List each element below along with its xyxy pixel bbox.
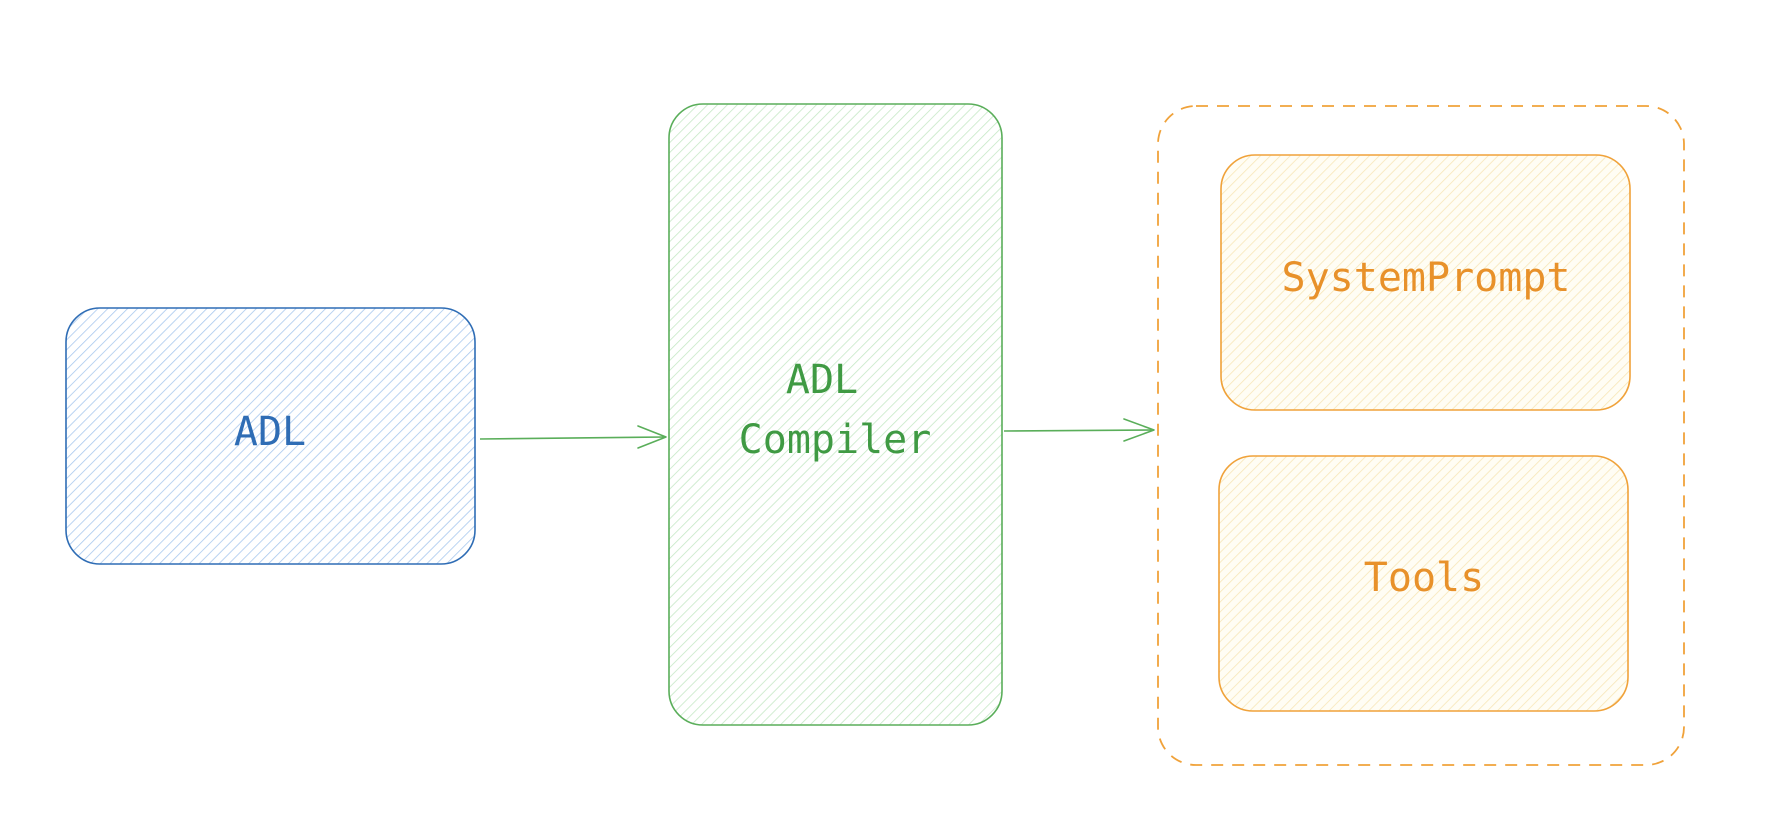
tools-label: Tools: [1364, 555, 1484, 601]
adl-box: [65, 307, 476, 565]
compiler-label-line1: ADL: [786, 357, 858, 403]
arrow-head: [1123, 418, 1155, 442]
compiler-box: [668, 103, 1003, 726]
compiler-label-line2: Compiler: [739, 417, 932, 463]
system-prompt-node: SystemPrompt: [1220, 154, 1631, 411]
compiler-node: ADL Compiler: [668, 103, 1003, 726]
arrow-line: [1003, 429, 1155, 432]
system-prompt-box: [1220, 154, 1631, 411]
output-group: SystemPrompt Tools: [1157, 105, 1685, 766]
output-group-border: [1157, 105, 1685, 766]
tools-node: Tools: [1218, 455, 1629, 712]
arrow-compiler-to-output: [1003, 418, 1155, 442]
adl-node: ADL: [65, 307, 476, 565]
arrow-adl-to-compiler: [479, 425, 667, 449]
arrow-line: [479, 436, 667, 440]
system-prompt-label: SystemPrompt: [1282, 255, 1571, 301]
arrow-head: [637, 425, 667, 449]
tools-box: [1218, 455, 1629, 712]
adl-label: ADL: [234, 409, 306, 455]
